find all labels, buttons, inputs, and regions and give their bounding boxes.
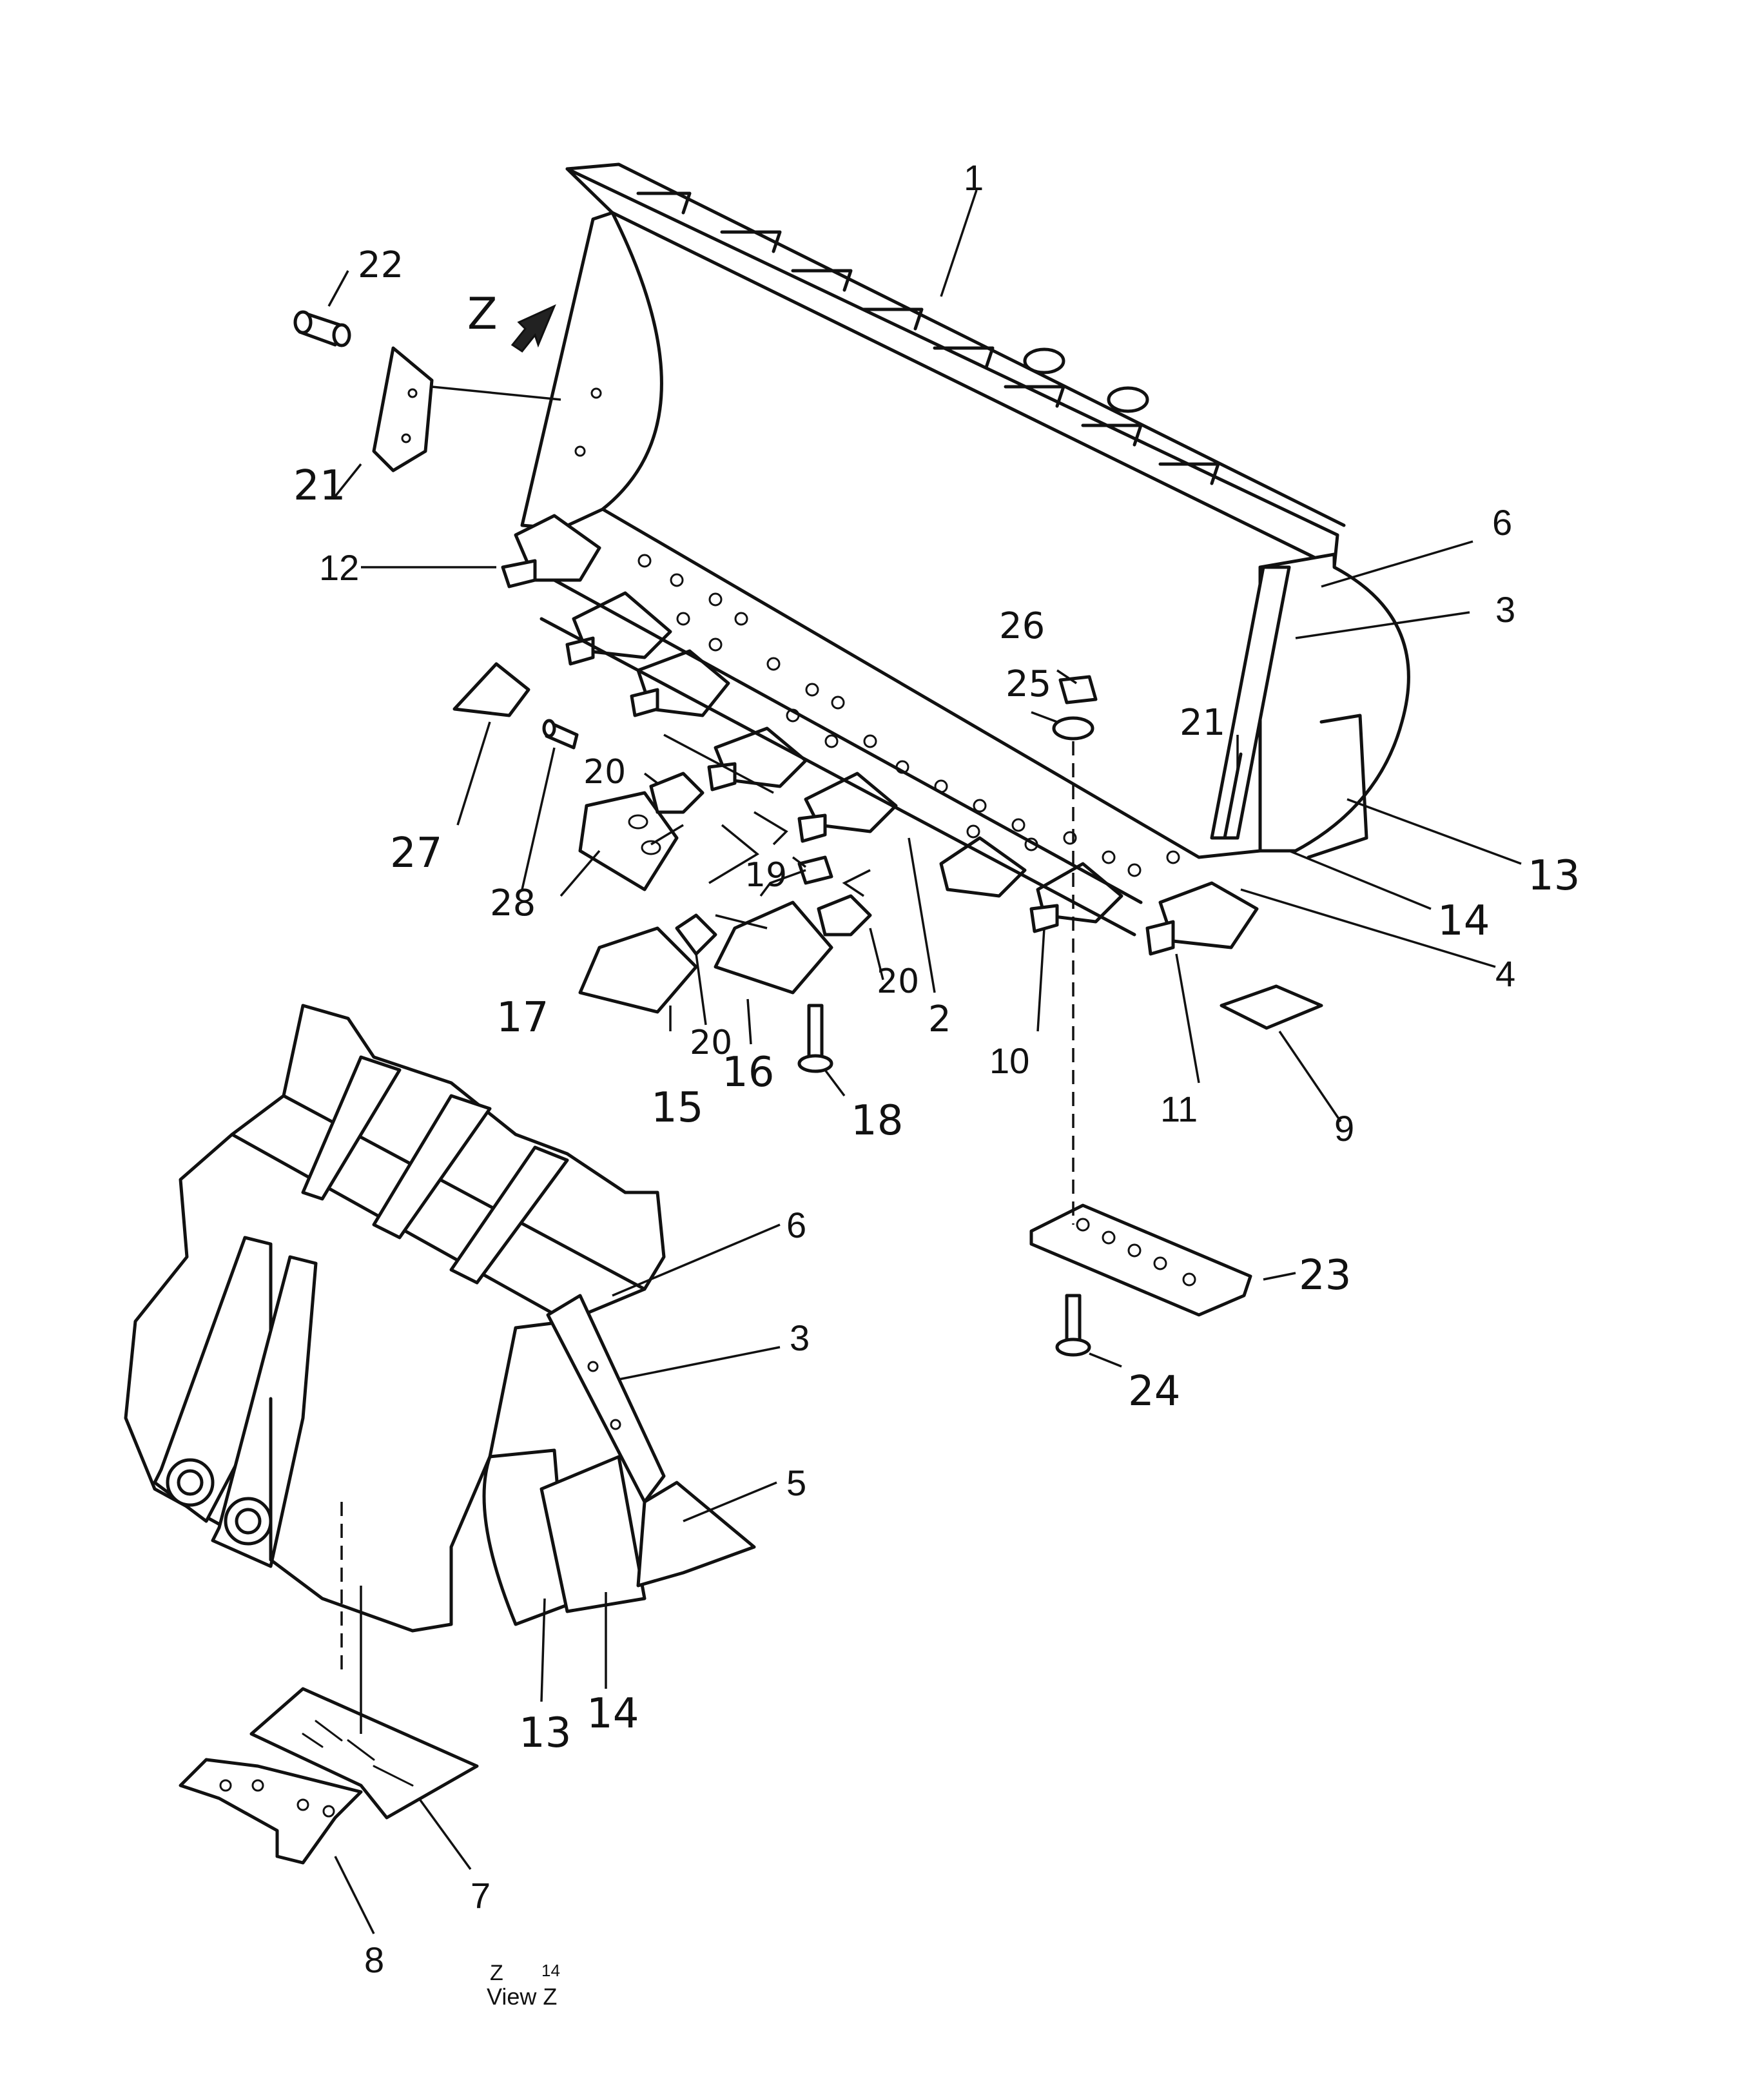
pin-28 [542,719,579,750]
callout-13b: 13 [519,1709,571,1757]
callout-14: 14 [1437,897,1490,945]
bucket-teeth [501,514,1259,956]
callout-11: 11 [1160,1089,1198,1129]
callout-4: 4 [1495,953,1515,994]
view-marker-z: Z [467,289,498,340]
wear-plate-23 [1029,1203,1252,1317]
view-caption-line1: Z [490,1961,503,1985]
bolt-18 [797,1004,833,1073]
leader-lines [327,190,1522,1934]
plate-7 [249,1687,479,1820]
bucket-main [501,162,1410,956]
bolt-24 [1055,1294,1091,1357]
callout-19: 19 [744,856,787,895]
washer-20a [649,772,705,814]
callout-6b: 6 [786,1205,806,1245]
washer-20c [817,894,872,937]
callout-10: 10 [989,1040,1029,1081]
callout-22: 22 [358,244,403,286]
washer-25 [1052,716,1094,741]
nut-26 [1058,675,1098,705]
top-ribs [636,191,1220,485]
tip-27 [452,662,530,717]
nut-19 [797,855,833,885]
bucket-rear-view [124,1004,756,1676]
callouts: 1 2 3 3 4 5 6 6 7 8 9 10 11 12 13 13 14 … [293,157,1580,2010]
washer-20b [675,913,717,956]
callout-15: 15 [651,1084,703,1132]
floor-bolt-holes [637,554,1180,877]
callout-2: 2 [928,998,951,1040]
callout-18: 18 [851,1097,903,1145]
callout-9: 9 [1334,1108,1354,1149]
pin-22 [293,310,351,347]
callout-21: 21 [293,462,345,510]
shim-9 [1220,984,1323,1030]
callout-3b: 3 [790,1317,810,1358]
view-caption-suffix: 14 [541,1961,560,1980]
callout-1: 1 [964,157,984,198]
side-guard-21 [372,346,434,472]
callout-5: 5 [786,1463,806,1503]
callout-20b: 20 [877,962,919,1001]
callout-21b: 21 [1180,702,1225,744]
tooth-17 [578,791,679,891]
callout-3: 3 [1495,589,1515,630]
tooth-15 [578,926,698,1014]
callout-7: 7 [471,1875,491,1916]
callout-14b: 14 [587,1690,639,1738]
plate-8 [179,1758,363,1865]
callout-12: 12 [319,547,359,588]
callout-27: 27 [390,830,442,877]
callout-26: 26 [999,605,1045,647]
callout-8: 8 [364,1940,384,1980]
callout-16: 16 [722,1049,774,1096]
callout-20c: 20 [690,1024,732,1062]
callout-13: 13 [1528,852,1580,900]
callout-25: 25 [1006,663,1051,705]
callout-28: 28 [490,882,536,924]
callout-6: 6 [1492,502,1512,543]
callout-20a: 20 [583,753,626,792]
view-caption-line2: View Z [487,1983,557,2010]
callout-17: 17 [496,994,549,1042]
tooth-16 [714,900,833,995]
callout-23: 23 [1299,1252,1351,1299]
callout-24: 24 [1128,1368,1180,1415]
view-z-arrow [510,304,556,353]
